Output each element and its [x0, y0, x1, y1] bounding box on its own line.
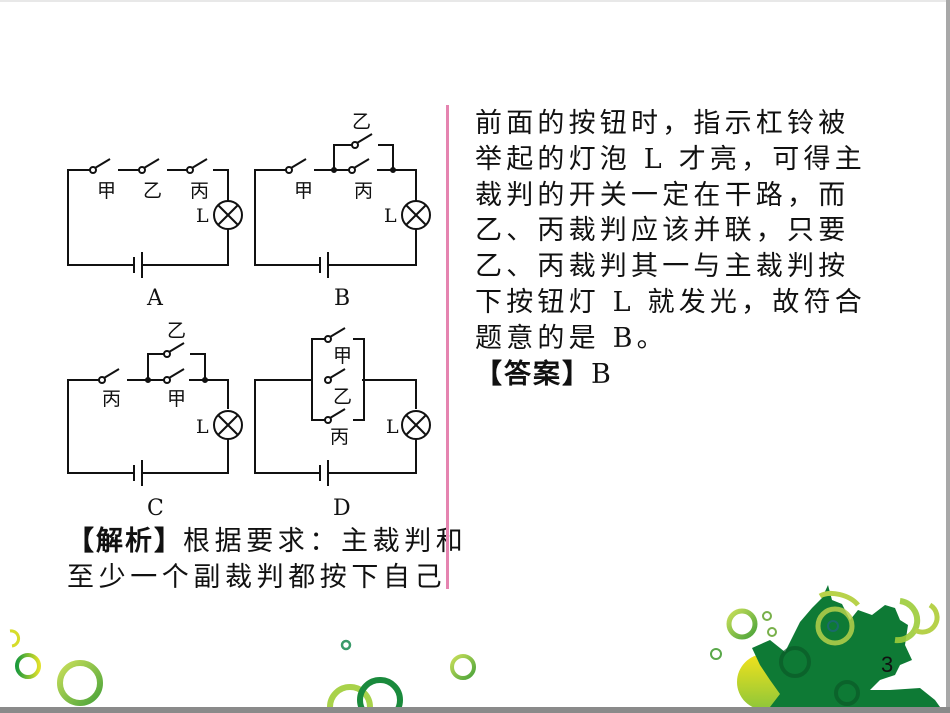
analysis-line: 【解析】根据要求：主裁判和 [67, 526, 468, 557]
answer-tag: 【答案】 [475, 358, 591, 390]
circuit-diagrams: 甲 乙 丙 L A 甲 乙 丙 L B 丙 乙 甲 L C 甲 乙 丙 L D [67, 111, 431, 521]
analysis-tag: 【解析】 [67, 526, 183, 557]
diagram-label-a: A [146, 286, 164, 311]
analysis-text: 【解析】根据要求：主裁判和 至少一个副裁判都按下自己 [67, 524, 468, 596]
switch-label: 丙 [190, 180, 209, 202]
switch-label: 乙 [143, 180, 162, 202]
explanation-line: 前面的按钮时，指示杠铃被 [475, 108, 850, 139]
circuit-d [254, 327, 431, 486]
column-divider [446, 105, 449, 589]
circuit-b [254, 133, 431, 278]
switch-label: 甲 [294, 180, 313, 202]
decorative-leaf-rings [9, 585, 940, 710]
explanation-text: 前面的按钮时，指示杠铃被 举起的灯泡 L 才亮，可得主 裁判的开关一定在干路，而… [475, 106, 866, 393]
slide-frame-bottom [0, 707, 950, 713]
diagram-label-d: D [333, 496, 351, 521]
circuit-a [67, 158, 243, 278]
slide-frame-top [0, 0, 950, 2]
answer-line: 【答案】B [475, 357, 845, 393]
answer-value: B [591, 358, 616, 390]
page-number: 3 [881, 652, 894, 677]
explanation-line: 乙、丙裁判应该并联，只要 [475, 215, 850, 247]
explanation-line: 乙、丙裁判其一与主裁判按 [475, 251, 850, 283]
lamp-label: L [386, 416, 399, 438]
slide-frame-right [946, 0, 950, 713]
lamp-label: L [196, 205, 209, 227]
switch-label: 乙 [167, 320, 186, 342]
switch-label: 甲 [97, 180, 116, 202]
diagram-label-c: C [147, 496, 164, 521]
diagram-label-b: B [334, 286, 350, 311]
switch-label: 乙 [352, 111, 371, 133]
explanation-line: 举起的灯泡 L 才亮，可得主 [475, 143, 866, 175]
switch-label: 乙 [333, 386, 352, 408]
switch-label: 甲 [333, 345, 352, 367]
lamp-label: L [196, 416, 209, 438]
circuit-c [67, 342, 243, 486]
explanation-line: 裁判的开关一定在干路，而 [475, 179, 850, 211]
switch-label: 丙 [354, 180, 373, 202]
analysis-line: 至少一个副裁判都按下自己 [67, 562, 447, 593]
lamp-label: L [384, 205, 397, 227]
switch-label: 甲 [167, 388, 186, 410]
explanation-line: 题意的是 B。 [475, 322, 668, 354]
switch-label: 丙 [330, 426, 349, 448]
switch-label: 丙 [102, 388, 121, 410]
explanation-line: 下按钮灯 L 就发光，故符合 [475, 286, 866, 318]
